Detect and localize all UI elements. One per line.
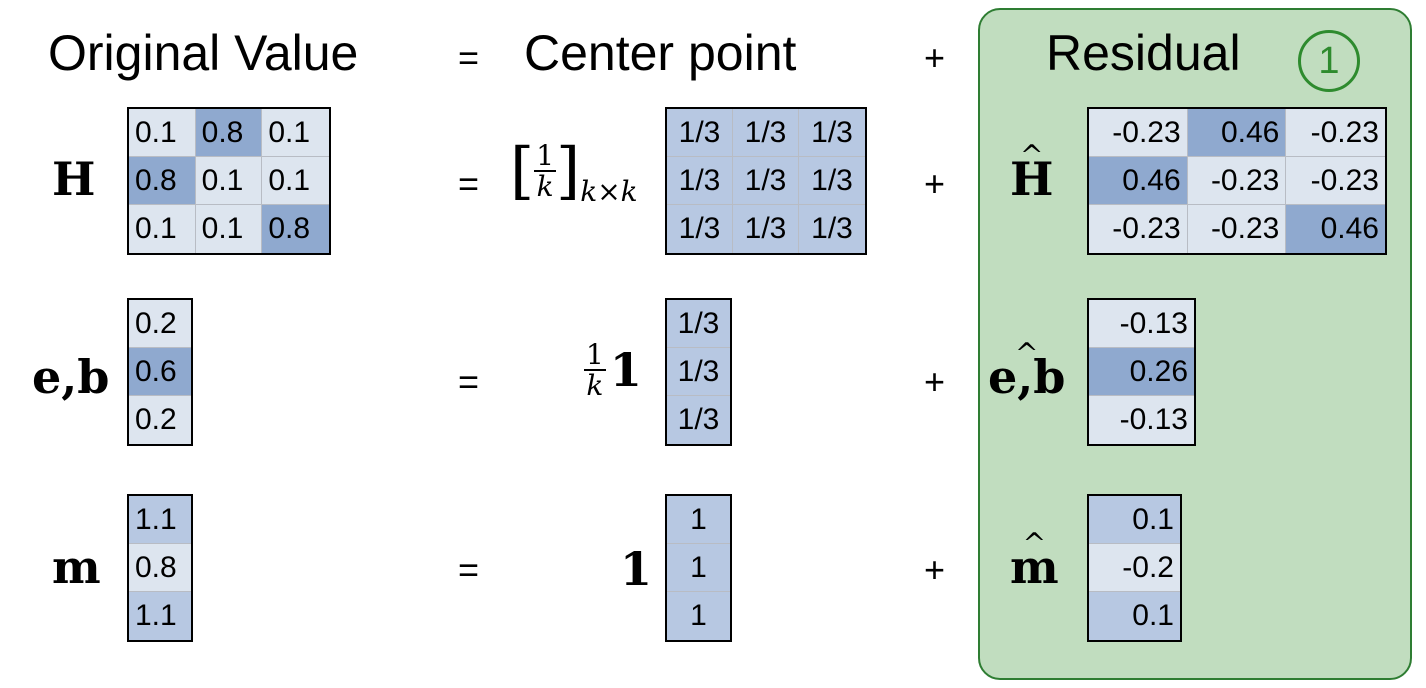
residual-cell: 0.46	[1187, 109, 1287, 157]
original-value-cell: 0.1	[195, 205, 263, 253]
original-value-cell: 1.1	[129, 592, 191, 640]
symbol-e-b: e,b	[32, 350, 110, 404]
center-point-cell: 1/3	[667, 396, 730, 444]
residual-cell: -0.2	[1089, 544, 1180, 592]
original-value-heading: Original Value	[48, 25, 359, 81]
center-point-cell: 1/3	[799, 205, 865, 253]
residual-cell: 0.46	[1089, 157, 1188, 205]
center-point-cell: 1/3	[799, 157, 865, 205]
residual-cell: -0.23	[1187, 157, 1287, 205]
residual-cell: 0.46	[1286, 205, 1385, 253]
center-point-cell: 1/3	[667, 109, 733, 157]
plus-sign-e-b: +	[924, 361, 946, 402]
residual-cell: 0.1	[1089, 592, 1180, 640]
step-number-badge: 1	[1298, 30, 1360, 92]
H-hat: H	[1010, 142, 1054, 202]
center-point-cell: 1/3	[733, 157, 799, 205]
fraction-numerator: 1	[584, 338, 606, 372]
equals-sign-H: =	[458, 163, 480, 204]
residual-cell: 0.26	[1089, 348, 1194, 396]
center-scalar-H: [ 1 k ] k×k	[510, 134, 638, 209]
equals-sign-e-b: =	[458, 361, 480, 402]
residual-heading: Residual	[1046, 25, 1241, 81]
original-value-cell: 0.8	[195, 109, 263, 157]
original-value-cell: 0.2	[129, 396, 191, 444]
center-point-cell: 1/3	[733, 205, 799, 253]
center-point-cell: 1	[667, 544, 730, 592]
center-point-heading: Center point	[524, 25, 797, 81]
residual-cell: -0.13	[1089, 396, 1194, 444]
original-value-cell: 0.2	[129, 300, 191, 348]
residual-cell: -0.23	[1286, 157, 1385, 205]
right-bracket: ]	[556, 134, 581, 207]
symbol-m: m	[52, 540, 101, 594]
ones-vector-symbol: 1	[609, 343, 642, 398]
original-value-cell: 0.8	[262, 205, 329, 253]
residual-cell: -0.23	[1089, 109, 1188, 157]
center-point-cell: 1/3	[799, 109, 865, 157]
center-point-cell: 1/3	[667, 157, 733, 205]
fraction-denominator: k	[536, 170, 554, 203]
symbol-H: H	[52, 152, 96, 206]
e-b-hat: e,b	[988, 340, 1066, 400]
original-value-cell: 0.8	[129, 157, 196, 205]
residual-symbol-m: m	[1010, 530, 1059, 590]
residual-cell: 0.1	[1089, 496, 1180, 544]
center-point-cell: 1/3	[733, 109, 799, 157]
step-number-label: 1	[1318, 39, 1340, 82]
fraction-one-over-k: 1 k	[584, 340, 606, 401]
size-subscript: k×k	[580, 175, 638, 208]
center-point-cell: 1	[667, 496, 730, 544]
residual-cell: -0.23	[1187, 205, 1287, 253]
plus-sign-H: +	[924, 163, 946, 204]
residual-symbol-e-b: e,b	[988, 340, 1066, 400]
center-point-cell: 1/3	[667, 300, 730, 348]
fraction-numerator: 1	[534, 138, 557, 172]
center-point-cell: 1/3	[667, 205, 733, 253]
equals-sign-m: =	[458, 549, 480, 590]
original-value-cell: 1.1	[129, 496, 191, 544]
original-value-cell: 0.1	[195, 157, 263, 205]
equals-sign-header: =	[458, 37, 480, 78]
plus-sign-header: +	[924, 37, 946, 78]
center-point-cell: 1	[667, 592, 730, 640]
original-value-cell: 0.8	[129, 544, 191, 592]
plus-sign-m: +	[924, 549, 946, 590]
center-scalar-e-b: 1 k 1	[584, 340, 642, 401]
original-value-cell: 0.1	[129, 205, 196, 253]
residual-symbol-H: H	[1010, 142, 1054, 202]
original-value-cell: 0.6	[129, 348, 191, 396]
fraction-denominator: k	[586, 369, 604, 403]
original-value-cell: 0.1	[262, 157, 329, 205]
residual-cell: -0.23	[1286, 109, 1385, 157]
residual-cell: -0.23	[1089, 205, 1188, 253]
m-hat: m	[1010, 530, 1059, 590]
fraction-one-over-k: 1 k	[534, 138, 557, 203]
ones-vector-symbol-m: 1	[620, 542, 653, 596]
center-point-cell: 1/3	[667, 348, 730, 396]
original-value-cell: 0.1	[262, 109, 329, 157]
left-bracket: [	[510, 134, 535, 207]
residual-cell: -0.13	[1089, 300, 1194, 348]
original-value-cell: 0.1	[129, 109, 196, 157]
